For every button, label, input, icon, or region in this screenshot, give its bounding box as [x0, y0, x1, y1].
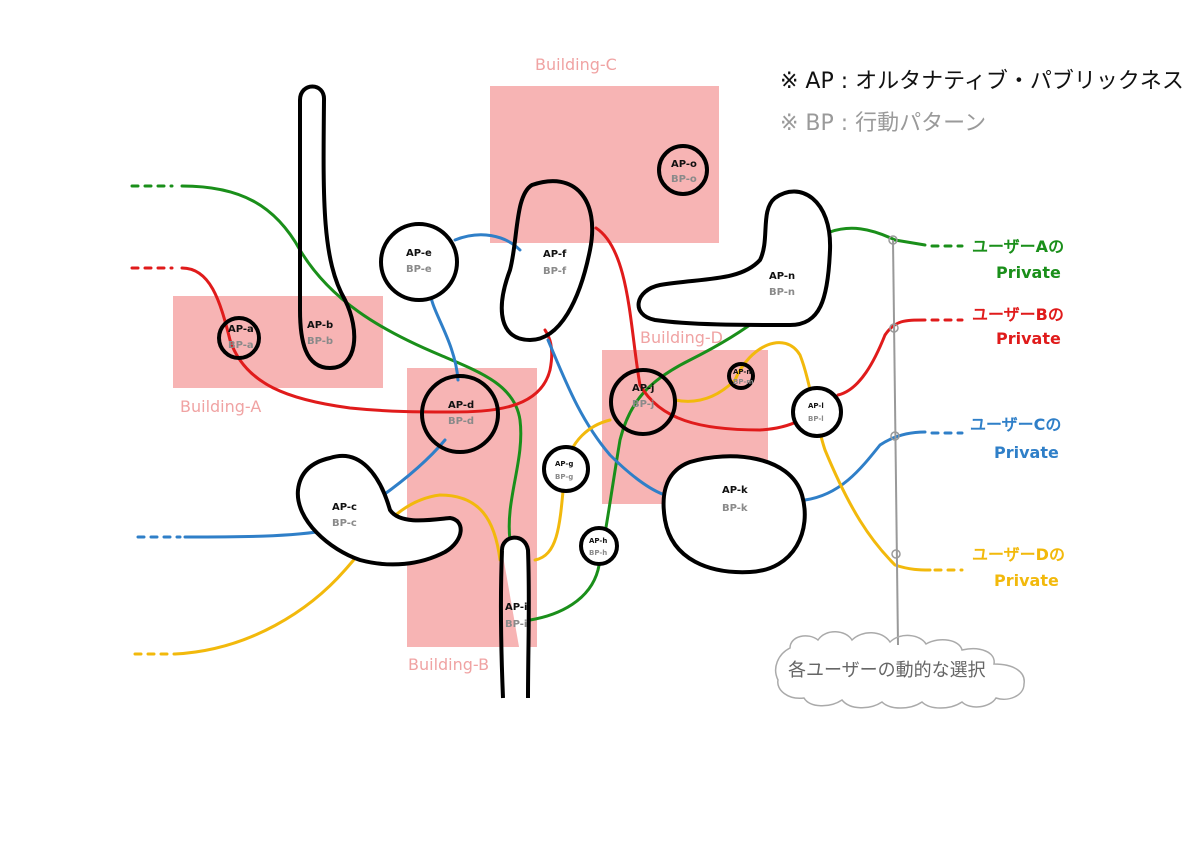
ap-d-label: AP-d — [448, 400, 474, 411]
ap-f-label: AP-f — [543, 249, 567, 260]
ap-b-label: AP-b — [307, 320, 333, 331]
selection-point-b — [889, 323, 899, 333]
ap-g-label: AP-g — [555, 460, 573, 468]
ap-m-label: AP-m — [733, 368, 754, 376]
ap-n-label: AP-n — [769, 271, 795, 282]
user-b-name: ユーザーBの — [972, 305, 1064, 324]
bp-i-label: BP-i — [505, 619, 527, 630]
ap-k-label: AP-k — [722, 485, 748, 496]
selection-point-a — [888, 235, 898, 245]
ap-o-shape[interactable] — [657, 144, 709, 196]
user-c-name: ユーザーCの — [970, 415, 1061, 434]
legend: ※ AP : オルタナティブ・パブリックネス ※ BP : 行動パターン — [780, 69, 1184, 136]
user-b-path-3 — [836, 318, 927, 397]
ap-l-label: AP-l — [808, 402, 824, 410]
bp-e-label: BP-e — [406, 264, 432, 275]
legend-bp: ※ BP : 行動パターン — [780, 111, 986, 136]
bp-n-label: BP-n — [769, 287, 795, 298]
bp-f-label: BP-f — [543, 266, 567, 277]
bp-j-label: BP-j — [632, 399, 654, 410]
ap-j-label: AP-j — [632, 383, 654, 394]
user-c-path-4 — [803, 430, 927, 502]
bp-b-label: BP-b — [307, 336, 333, 347]
ap-f-shape[interactable] — [499, 179, 595, 343]
user-d-private: Private — [994, 571, 1059, 590]
legend-ap: ※ AP : オルタナティブ・パブリックネス — [780, 69, 1184, 94]
bp-l-label: BP-l — [808, 415, 824, 423]
cloud-outline — [774, 631, 1025, 709]
bp-k-label: BP-k — [722, 503, 748, 514]
user-a-private: Private — [996, 263, 1061, 282]
selection-note: 各ユーザーの動的な選択 — [774, 631, 1025, 709]
selection-note-text: 各ユーザーの動的な選択 — [788, 660, 986, 681]
ap-h-label: AP-h — [589, 537, 607, 545]
ap-e-shape[interactable] — [379, 222, 459, 302]
user-c-path-3 — [546, 338, 667, 497]
building-b-label: Building-B — [408, 655, 489, 674]
bp-c-label: BP-c — [332, 518, 357, 529]
ap-labels: AP-a BP-a AP-b BP-b AP-e BP-e AP-f BP-f … — [228, 159, 824, 630]
user-c-private: Private — [994, 443, 1059, 462]
ap-h-shape[interactable] — [579, 526, 619, 566]
ap-m-shape[interactable] — [727, 362, 755, 390]
user-a-path-2 — [528, 298, 782, 622]
ap-j-shape[interactable] — [609, 368, 677, 436]
user-a-name: ユーザーAの — [972, 237, 1064, 256]
building-c-area — [490, 86, 719, 243]
bp-a-label: BP-a — [228, 340, 254, 351]
ap-k-shape[interactable] — [661, 454, 807, 575]
bp-d-label: BP-d — [448, 416, 474, 427]
ap-c-label: AP-c — [332, 502, 357, 513]
bp-m-label: BP-m — [733, 378, 754, 386]
user-a-path-3 — [828, 226, 927, 247]
selection-point-d — [891, 549, 901, 559]
user-b-path-2 — [594, 226, 822, 432]
user-b-private: Private — [996, 329, 1061, 348]
ap-c-shape[interactable] — [295, 454, 463, 567]
ap-e-label: AP-e — [406, 248, 432, 259]
ap-shapes — [217, 84, 843, 699]
ap-a-label: AP-a — [228, 324, 254, 335]
selection-axis — [888, 235, 901, 646]
ap-a-shape[interactable] — [217, 316, 261, 360]
ap-b-shape[interactable] — [298, 84, 357, 371]
ap-g-shape[interactable] — [542, 445, 590, 493]
ap-i-shape[interactable] — [498, 535, 531, 699]
building-a-label: Building-A — [180, 397, 261, 416]
selection-point-c — [890, 431, 900, 441]
ap-d-shape[interactable] — [420, 374, 500, 454]
user-b-path — [180, 266, 554, 414]
building-c-label: Building-C — [535, 55, 617, 74]
ap-n-shape[interactable] — [636, 189, 833, 328]
bp-h-label: BP-h — [589, 549, 607, 557]
user-labels: ユーザーAの Private ユーザーBの Private ユーザーCの Pri… — [970, 237, 1065, 590]
ap-i-label: AP-i — [505, 602, 527, 613]
building-d-label: Building-D — [640, 328, 723, 347]
bp-g-label: BP-g — [555, 473, 573, 481]
user-d-name: ユーザーDの — [972, 545, 1065, 564]
user-a-path — [180, 184, 523, 542]
ap-o-label: AP-o — [671, 159, 697, 170]
ap-l-shape[interactable] — [791, 386, 843, 438]
bp-o-label: BP-o — [671, 174, 697, 185]
